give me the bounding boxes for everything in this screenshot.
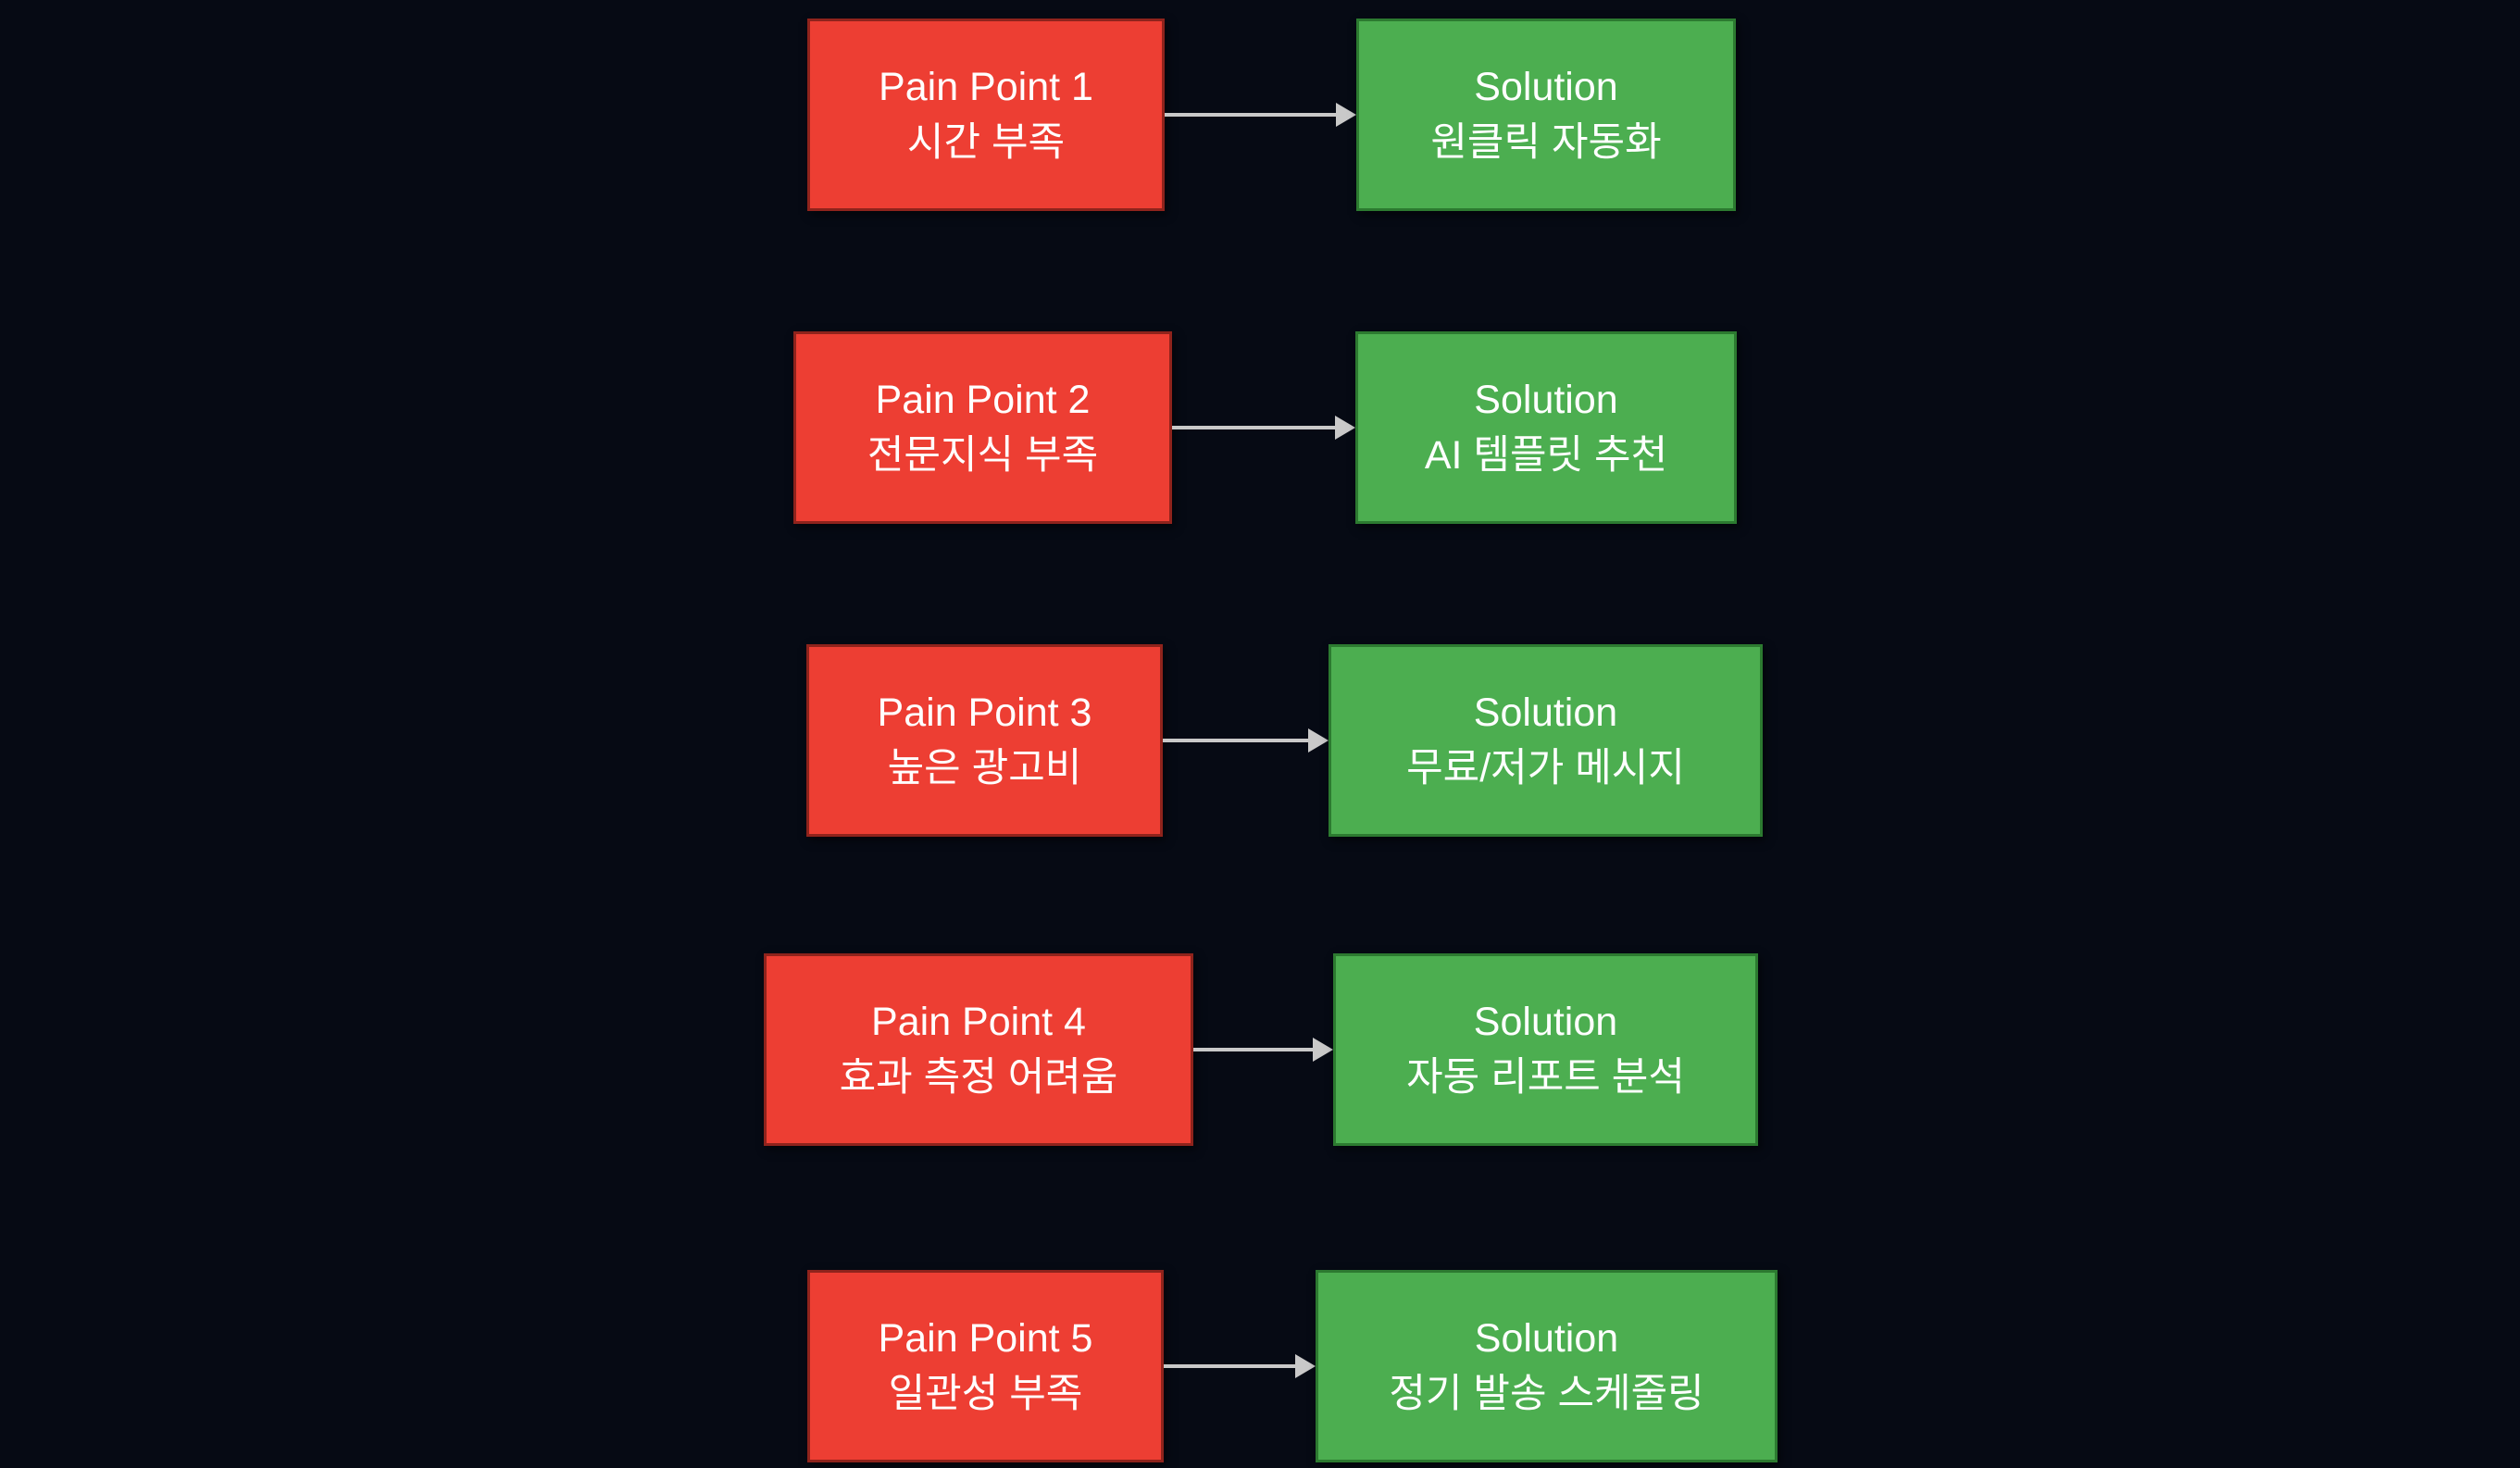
pain-solution-row-4: Pain Point 4 효과 측정 어려움 Solution 자동 리포트 분… [0, 953, 2520, 1146]
solution-box-5: Solution 정기 발송 스케줄링 [1316, 1270, 1778, 1462]
solution-box-3: Solution 무료/저가 메시지 [1329, 644, 1763, 837]
pain-solution-row-1: Pain Point 1 시간 부족 Solution 원클릭 자동화 [0, 19, 2520, 211]
arrow-head [1335, 416, 1355, 440]
pain-point-subtitle: 일관성 부족 [888, 1371, 1083, 1416]
solution-box-1: Solution 원클릭 자동화 [1356, 19, 1736, 211]
arrow-shaft [1165, 113, 1336, 117]
arrow-shaft [1164, 1364, 1295, 1368]
pain-point-box-1: Pain Point 1 시간 부족 [807, 19, 1165, 211]
arrow-head [1308, 728, 1329, 753]
pain-point-subtitle: 효과 측정 어려움 [839, 1054, 1118, 1100]
pain-point-title: Pain Point 4 [871, 999, 1086, 1044]
pain-point-subtitle: 전문지식 부족 [867, 432, 1099, 478]
pain-point-title: Pain Point 3 [877, 690, 1092, 735]
solution-title: Solution [1474, 64, 1618, 109]
arrow-head [1313, 1038, 1333, 1062]
arrow-right-icon [1193, 1038, 1333, 1062]
pain-point-title: Pain Point 2 [875, 377, 1091, 422]
solution-box-2: Solution AI 템플릿 추천 [1355, 331, 1737, 524]
solution-subtitle: 자동 리포트 분석 [1406, 1054, 1685, 1100]
pain-point-box-5: Pain Point 5 일관성 부족 [807, 1270, 1164, 1462]
pain-solution-row-2: Pain Point 2 전문지식 부족 Solution AI 템플릿 추천 [0, 331, 2520, 524]
solution-subtitle: 원클릭 자동화 [1430, 119, 1662, 165]
arrow-head [1336, 103, 1356, 127]
solution-subtitle: 무료/저가 메시지 [1406, 745, 1685, 790]
pain-point-title: Pain Point 1 [879, 64, 1093, 109]
arrow-head [1295, 1354, 1316, 1378]
pain-point-box-2: Pain Point 2 전문지식 부족 [793, 331, 1172, 524]
pain-point-subtitle: 시간 부족 [906, 119, 1066, 165]
solution-title: Solution [1474, 1315, 1619, 1361]
pain-point-box-4: Pain Point 4 효과 측정 어려움 [764, 953, 1193, 1146]
solution-title: Solution [1474, 377, 1618, 422]
solution-title: Solution [1473, 999, 1618, 1044]
arrow-right-icon [1164, 1354, 1316, 1378]
pain-solution-row-5: Pain Point 5 일관성 부족 Solution 정기 발송 스케줄링 [0, 1270, 2520, 1462]
arrow-shaft [1172, 426, 1335, 429]
solution-subtitle: 정기 발송 스케줄링 [1389, 1371, 1704, 1416]
solution-box-4: Solution 자동 리포트 분석 [1333, 953, 1758, 1146]
arrow-shaft [1193, 1048, 1313, 1051]
solution-subtitle: AI 템플릿 추천 [1424, 432, 1668, 478]
arrow-right-icon [1172, 416, 1355, 440]
arrow-right-icon [1163, 728, 1329, 753]
arrow-right-icon [1165, 103, 1356, 127]
arrow-shaft [1163, 739, 1308, 742]
pain-point-box-3: Pain Point 3 높은 광고비 [806, 644, 1163, 837]
pain-point-title: Pain Point 5 [878, 1315, 1093, 1361]
solution-title: Solution [1473, 690, 1618, 735]
pain-solution-row-3: Pain Point 3 높은 광고비 Solution 무료/저가 메시지 [0, 644, 2520, 837]
pain-point-subtitle: 높은 광고비 [887, 745, 1082, 790]
